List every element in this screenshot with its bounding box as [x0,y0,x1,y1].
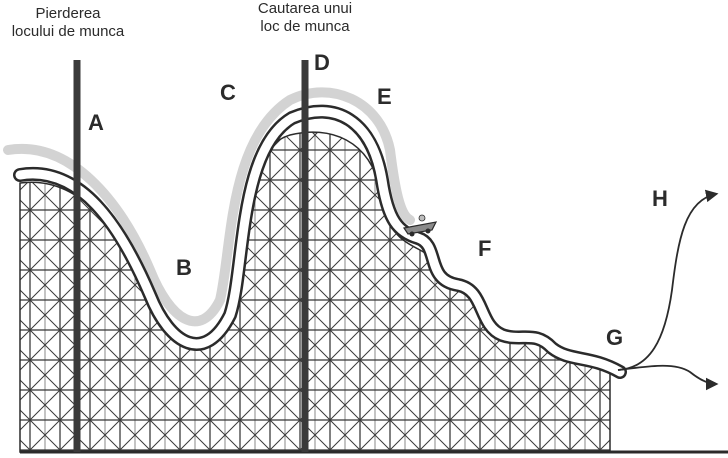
coaster-rail-inner [15,107,625,377]
marker-b: B [176,255,192,280]
arrow-up [617,189,719,371]
marker-a: A [88,110,104,135]
caption-top-line2: loc de munca [260,18,350,35]
marker-h: H [652,186,668,211]
arrow-right [617,364,719,391]
caption-top-line1: Cautarea unui [258,0,352,17]
marker-d: D [314,50,330,75]
marker-e: E [377,84,392,109]
track-highlight [3,87,415,327]
coaster-cart-icon [402,214,438,237]
caption-left-line2: locului de munca [12,23,125,40]
marker-g: G [606,325,623,350]
marker-f: F [478,236,491,261]
support-scaffold [19,131,611,453]
caption-left-line1: Pierderea [35,5,101,22]
marker-c: C [220,80,236,105]
